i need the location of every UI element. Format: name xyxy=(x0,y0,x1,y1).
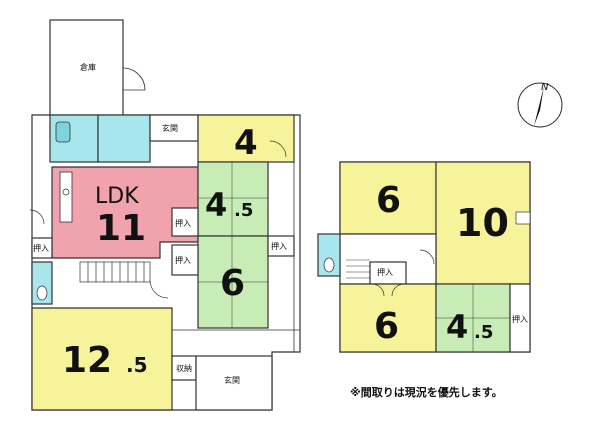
entrance-label-bottom: 玄関 xyxy=(224,375,240,385)
closet-2f-right xyxy=(509,283,531,353)
room-4 xyxy=(197,114,295,163)
room-4-5-2f-size-sub: .5 xyxy=(474,322,493,343)
storage-room xyxy=(49,19,124,116)
compass-north-label: N xyxy=(541,82,549,93)
room-4-5 xyxy=(197,161,269,237)
closet-1f-d xyxy=(31,237,53,259)
closet-1f-a xyxy=(171,207,199,237)
closet-1f-a-label: 押入 xyxy=(175,218,191,228)
closet-2f-right-label: 押入 xyxy=(512,314,528,324)
closet-1f-c-label: 押入 xyxy=(271,241,287,251)
toilet-2f xyxy=(317,233,341,277)
storage-label: 倉庫 xyxy=(80,62,96,72)
floor-plan-2f xyxy=(317,161,531,353)
room-4-5-size-main: 4 xyxy=(205,186,227,224)
room-12-5-size-sub: .5 xyxy=(126,353,148,377)
closet-1f-d-label: 押入 xyxy=(33,243,49,253)
closet-1f-b-label: 押入 xyxy=(175,255,191,265)
room-6-size-1f: 6 xyxy=(220,263,245,304)
room-6-top-size: 6 xyxy=(376,180,401,221)
closet-2f-center-label: 押入 xyxy=(377,267,393,277)
floor-plan-1f xyxy=(29,19,301,411)
room-4-5-2f-size-main: 4 xyxy=(446,308,468,346)
disclaimer-text: ※間取りは現況を優先します。 xyxy=(350,386,503,399)
compass-icon: N xyxy=(517,82,563,128)
stairs-1f xyxy=(79,261,151,283)
room-4-size: 4 xyxy=(234,123,258,163)
room-4-5-size-sub: .5 xyxy=(234,200,253,221)
storage-small-label: 収納 xyxy=(176,363,192,373)
room-6-top-2f xyxy=(339,161,437,235)
room-10-size: 10 xyxy=(456,201,509,245)
room-6-bottom-size: 6 xyxy=(374,306,399,347)
ldk-size: 11 xyxy=(96,208,146,249)
room-12-5-size-main: 12 xyxy=(62,340,112,381)
storage-small xyxy=(171,355,197,381)
washroom xyxy=(97,114,151,163)
closet-1f-b xyxy=(171,244,199,276)
ldk-title: LDK xyxy=(95,184,139,209)
entrance-bottom xyxy=(195,355,273,411)
entrance-label-top: 玄関 xyxy=(162,123,178,133)
room-12-5 xyxy=(31,307,173,411)
